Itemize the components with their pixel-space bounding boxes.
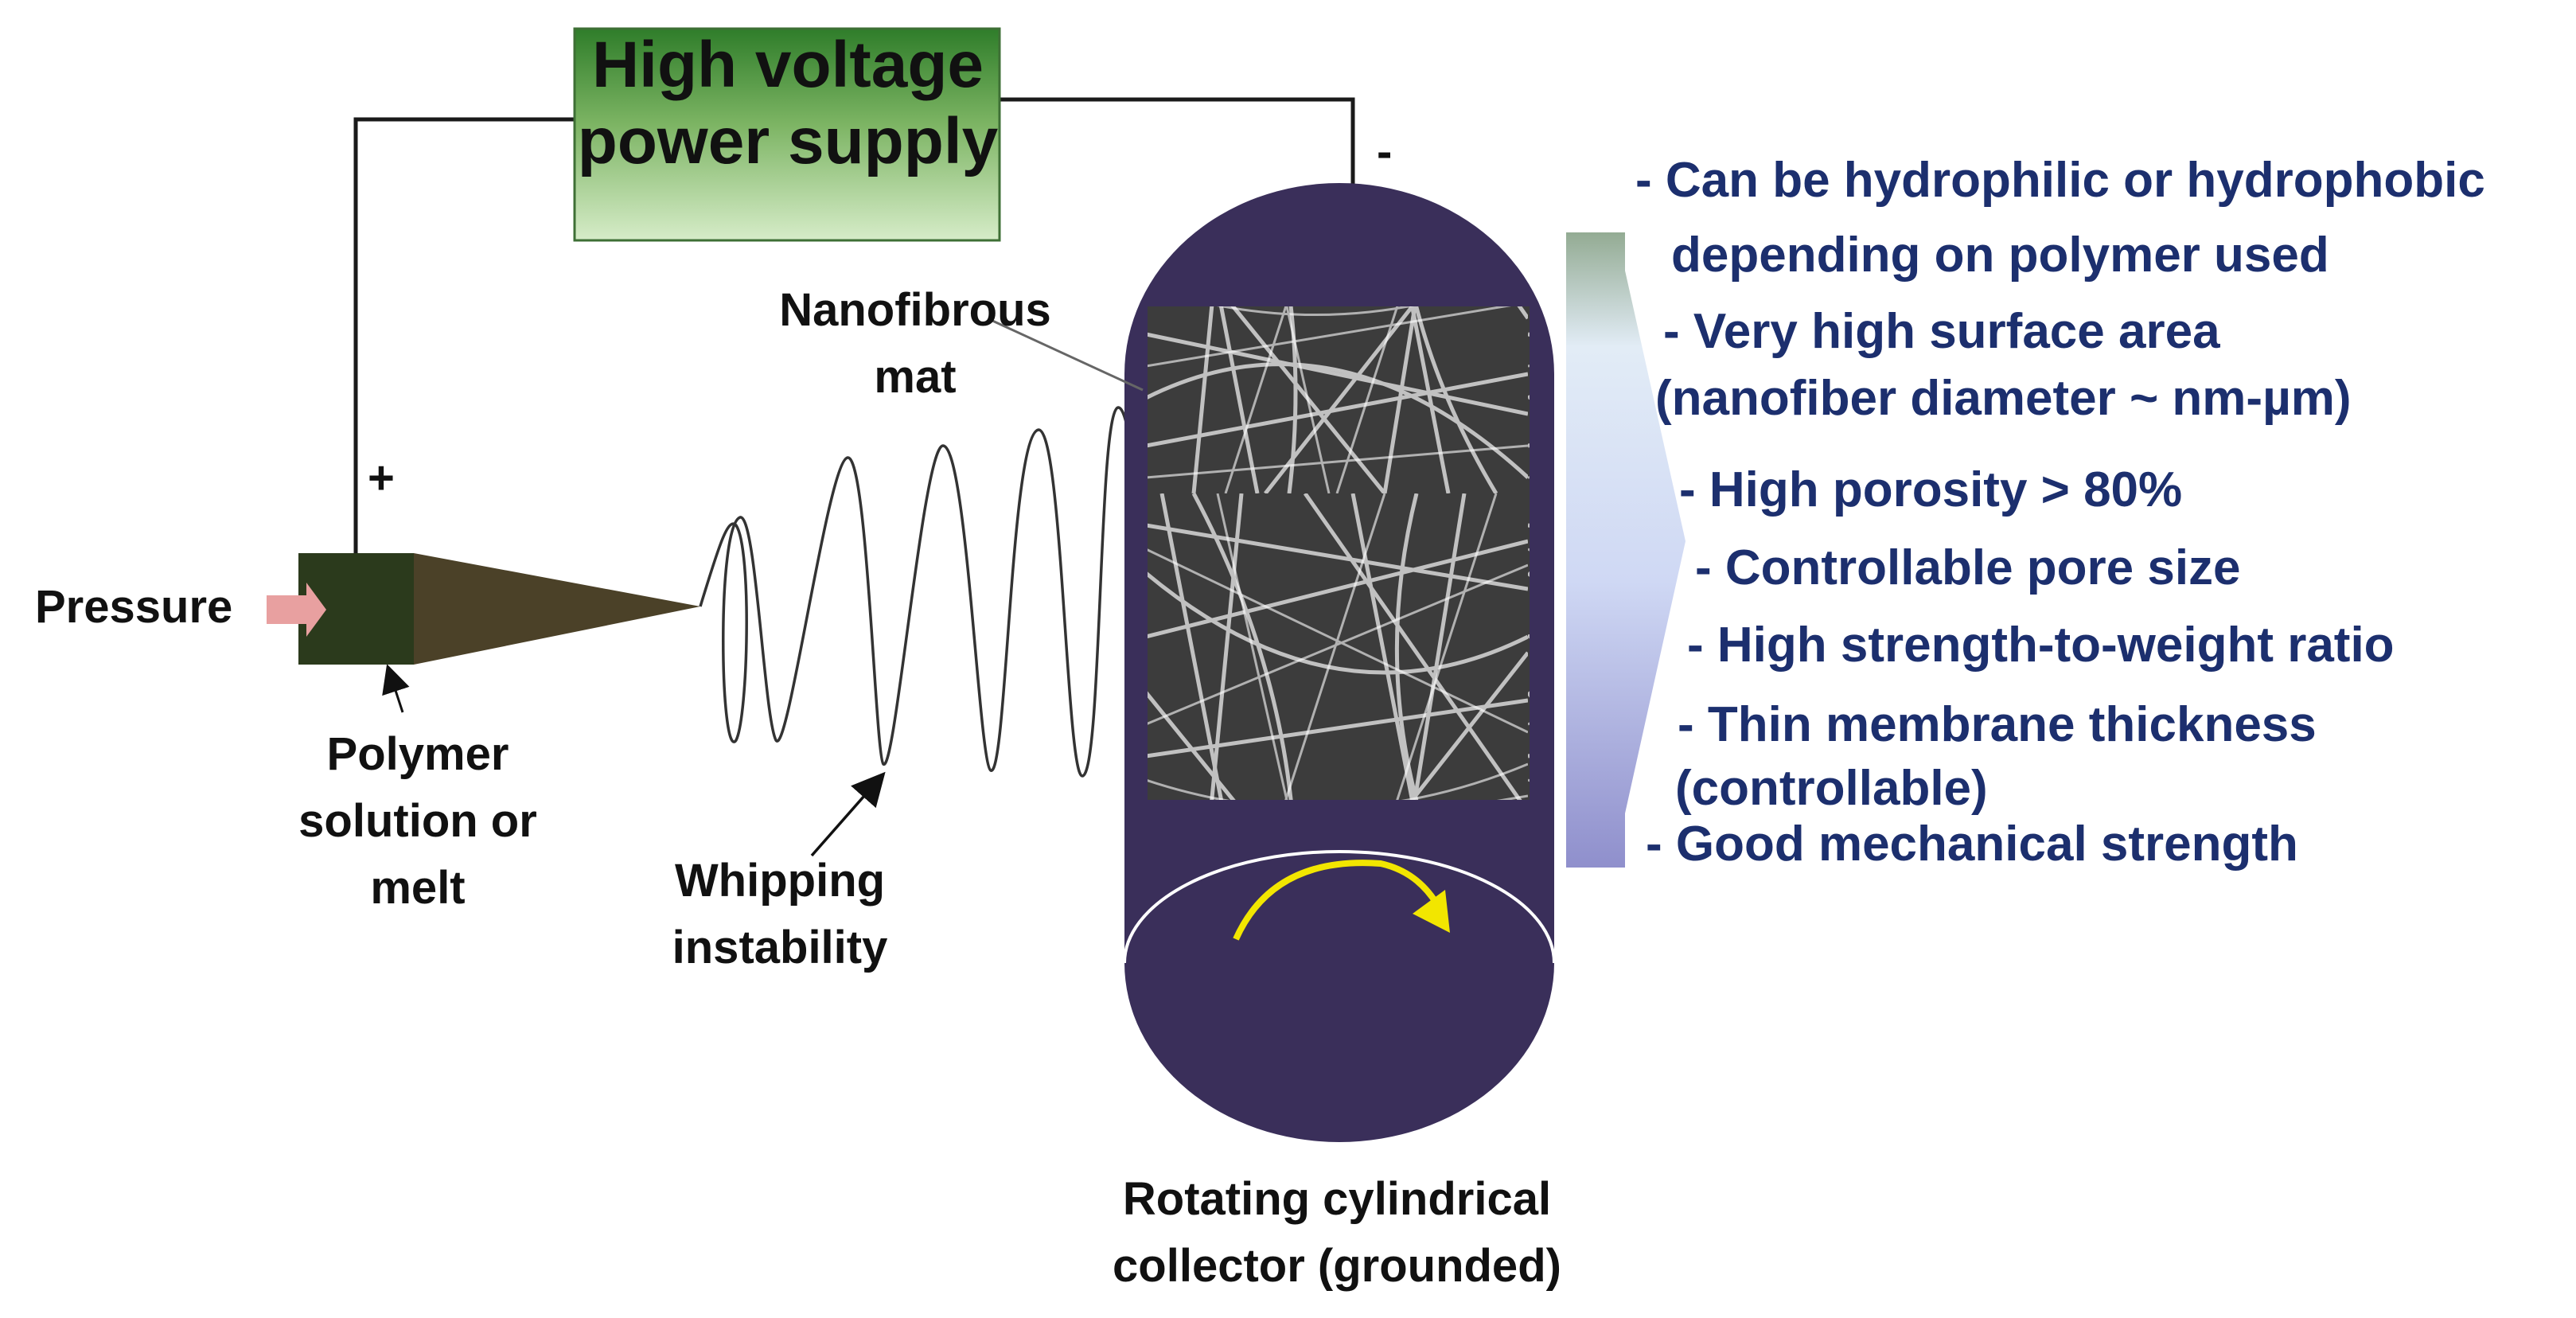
- property-item: - Thin membrane thickness: [1678, 697, 2317, 752]
- polymer-pointer: [382, 664, 410, 713]
- collector-end-rim: [1123, 850, 1556, 964]
- power-supply-box: [573, 27, 1001, 242]
- property-item: - Can be hydrophilic or hydrophobic: [1635, 153, 2485, 208]
- property-item: - Very high surface area: [1663, 304, 2220, 359]
- mat-line1: Nanofibrous: [779, 284, 1051, 336]
- properties-arrow: [1566, 232, 1686, 868]
- polymer-line3: melt: [370, 862, 466, 914]
- property-item: depending on polymer used: [1671, 228, 2329, 283]
- positive-sign: +: [368, 452, 395, 504]
- collector-line1: Rotating cylindrical: [1122, 1173, 1552, 1225]
- whipping-label: Whipping instability: [621, 848, 939, 981]
- wire-positive: [353, 117, 575, 553]
- power-supply-label: High voltage power supply: [573, 27, 1003, 180]
- negative-sign: -: [1377, 126, 1393, 177]
- rotation-arrowhead: [1413, 890, 1450, 933]
- polymer-line2: solution or: [298, 795, 537, 847]
- mat-pointer: [990, 318, 1144, 392]
- nanofibrous-mat: [1148, 306, 1530, 800]
- power-supply-line2: power supply: [577, 105, 999, 177]
- property-item: - Controllable pore size: [1695, 540, 2241, 595]
- rotation-arrow: [1233, 860, 1440, 941]
- whipping-line2: instability: [672, 922, 888, 973]
- property-item: (controllable): [1675, 761, 1988, 816]
- pressure-arrow: [267, 583, 326, 637]
- mat-line2: mat: [874, 351, 957, 403]
- power-supply-line1: High voltage: [591, 29, 984, 101]
- property-item: - High strength-to-weight ratio: [1687, 618, 2395, 673]
- property-item: - High porosity > 80%: [1679, 462, 2183, 517]
- wire-negative: [1000, 97, 1355, 185]
- collector-label: Rotating cylindrical collector (grounded…: [1035, 1166, 1639, 1300]
- mat-label: Nanofibrous mat: [740, 277, 1090, 411]
- collector-line2: collector (grounded): [1113, 1240, 1561, 1292]
- pressure-label: Pressure: [35, 581, 233, 633]
- whipping-line1: Whipping: [674, 855, 886, 907]
- property-item: - Good mechanical strength: [1646, 817, 2298, 872]
- whipping-jet: [699, 406, 1163, 790]
- needle: [414, 553, 700, 665]
- polymer-label: Polymer solution or melt: [239, 721, 597, 922]
- property-item: (nanofiber diameter ~ nm-µm): [1655, 371, 2352, 426]
- whipping-pointer: [810, 771, 886, 857]
- polymer-line1: Polymer: [326, 728, 509, 780]
